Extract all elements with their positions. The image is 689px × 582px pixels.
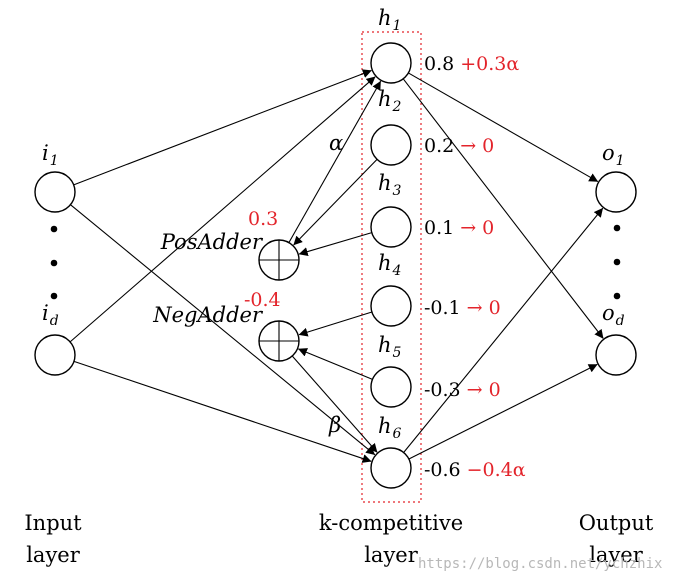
input-labels: i1 id [42, 141, 59, 329]
edge-i1-h6 [70, 204, 376, 456]
output-node-od [595, 334, 637, 376]
edge-h1-od [402, 78, 604, 339]
output-ellipsis-dot [613, 258, 621, 266]
output-ellipsis-dot [613, 224, 621, 232]
pos-adder-value: 0.3 [248, 208, 278, 230]
output-label-od: od [602, 301, 625, 329]
output-labels: o1 od [602, 141, 625, 329]
activation-h5: -0.3→0 [424, 379, 501, 401]
activation-h4: -0.1→0 [424, 297, 501, 319]
adder-nodes [258, 239, 300, 362]
activation-values: 0.8+0.3α 0.2→0 0.1→0 -0.1→0 -0.3→0 -0.6−… [424, 53, 526, 481]
edge-h6-od [408, 363, 598, 460]
edge-i1-h1 [73, 69, 372, 186]
neg-adder-value: -0.4 [244, 289, 281, 311]
input-ellipsis-dot [50, 225, 58, 233]
pos-adder-label: PosAdder [160, 230, 264, 254]
neg-adder-label: NegAdder [152, 303, 264, 327]
input-ellipsis-dot [50, 292, 58, 300]
adder-labels: PosAdder 0.3 NegAdder -0.4 [152, 208, 280, 327]
hidden-node-h1 [370, 42, 412, 84]
hidden-label-h1: h1 [378, 6, 401, 34]
input-layer-label-line1: Input [24, 511, 82, 535]
watermark: https://blog.csdn.net/ychzhix [418, 556, 662, 572]
output-ellipsis-dot [613, 292, 621, 300]
edge-id-h6 [73, 360, 372, 463]
input-layer-label-line2: layer [26, 543, 81, 567]
hidden-label-h6: h6 [378, 414, 402, 442]
activation-h3: 0.1→0 [424, 217, 494, 239]
hidden-node-h2 [370, 124, 412, 166]
hidden-node-h3 [370, 206, 412, 248]
edge-posadder-h1 [288, 80, 382, 243]
edge-negadder-h6 [291, 355, 378, 453]
hidden-label-h2: h2 [378, 87, 402, 115]
activation-h6: -0.6−0.4α [424, 459, 526, 481]
hidden-labels: h1 h2 h3 h4 h5 h6 [378, 6, 402, 442]
input-node-id [34, 334, 76, 376]
output-label-o1: o1 [602, 141, 625, 169]
output-layer-label-line1: Output [579, 511, 654, 535]
input-ellipsis-dot [50, 259, 58, 267]
hidden-label-h3: h3 [378, 171, 402, 199]
edge-h6-o1 [403, 207, 604, 453]
edge-h2-posadder [293, 158, 378, 246]
edge-h4-negadder [298, 311, 373, 337]
input-label-id: id [42, 301, 59, 329]
activation-h1: 0.8+0.3α [424, 53, 519, 75]
hidden-node-h4 [370, 285, 412, 327]
hidden-label-h4: h4 [378, 251, 401, 279]
input-node-i1 [34, 171, 76, 213]
edge-h3-posadder [298, 232, 372, 256]
input-label-i1: i1 [42, 141, 59, 169]
hidden-layer-label-line1: k-competitive [319, 511, 463, 535]
beta-weight-label: β [328, 413, 341, 437]
hidden-node-h5 [370, 366, 412, 408]
edge-h1-o1 [408, 72, 599, 183]
hidden-node-h6 [370, 447, 412, 489]
alpha-weight-label: α [329, 131, 343, 155]
output-layer-nodes [595, 171, 637, 376]
activation-h2: 0.2→0 [424, 135, 494, 157]
edge-id-h1 [69, 76, 376, 343]
input-layer-nodes [34, 171, 76, 376]
edge-h5-negadder [298, 348, 373, 380]
hidden-layer-nodes [370, 42, 412, 489]
edges [69, 69, 604, 463]
layer-labels: Input layer k-competitive layer Output l… [24, 511, 653, 567]
output-node-o1 [595, 171, 637, 213]
hidden-label-h5: h5 [378, 333, 402, 361]
output-layer-label-line2: layer [589, 543, 644, 567]
hidden-layer-label-line2: layer [364, 543, 419, 567]
